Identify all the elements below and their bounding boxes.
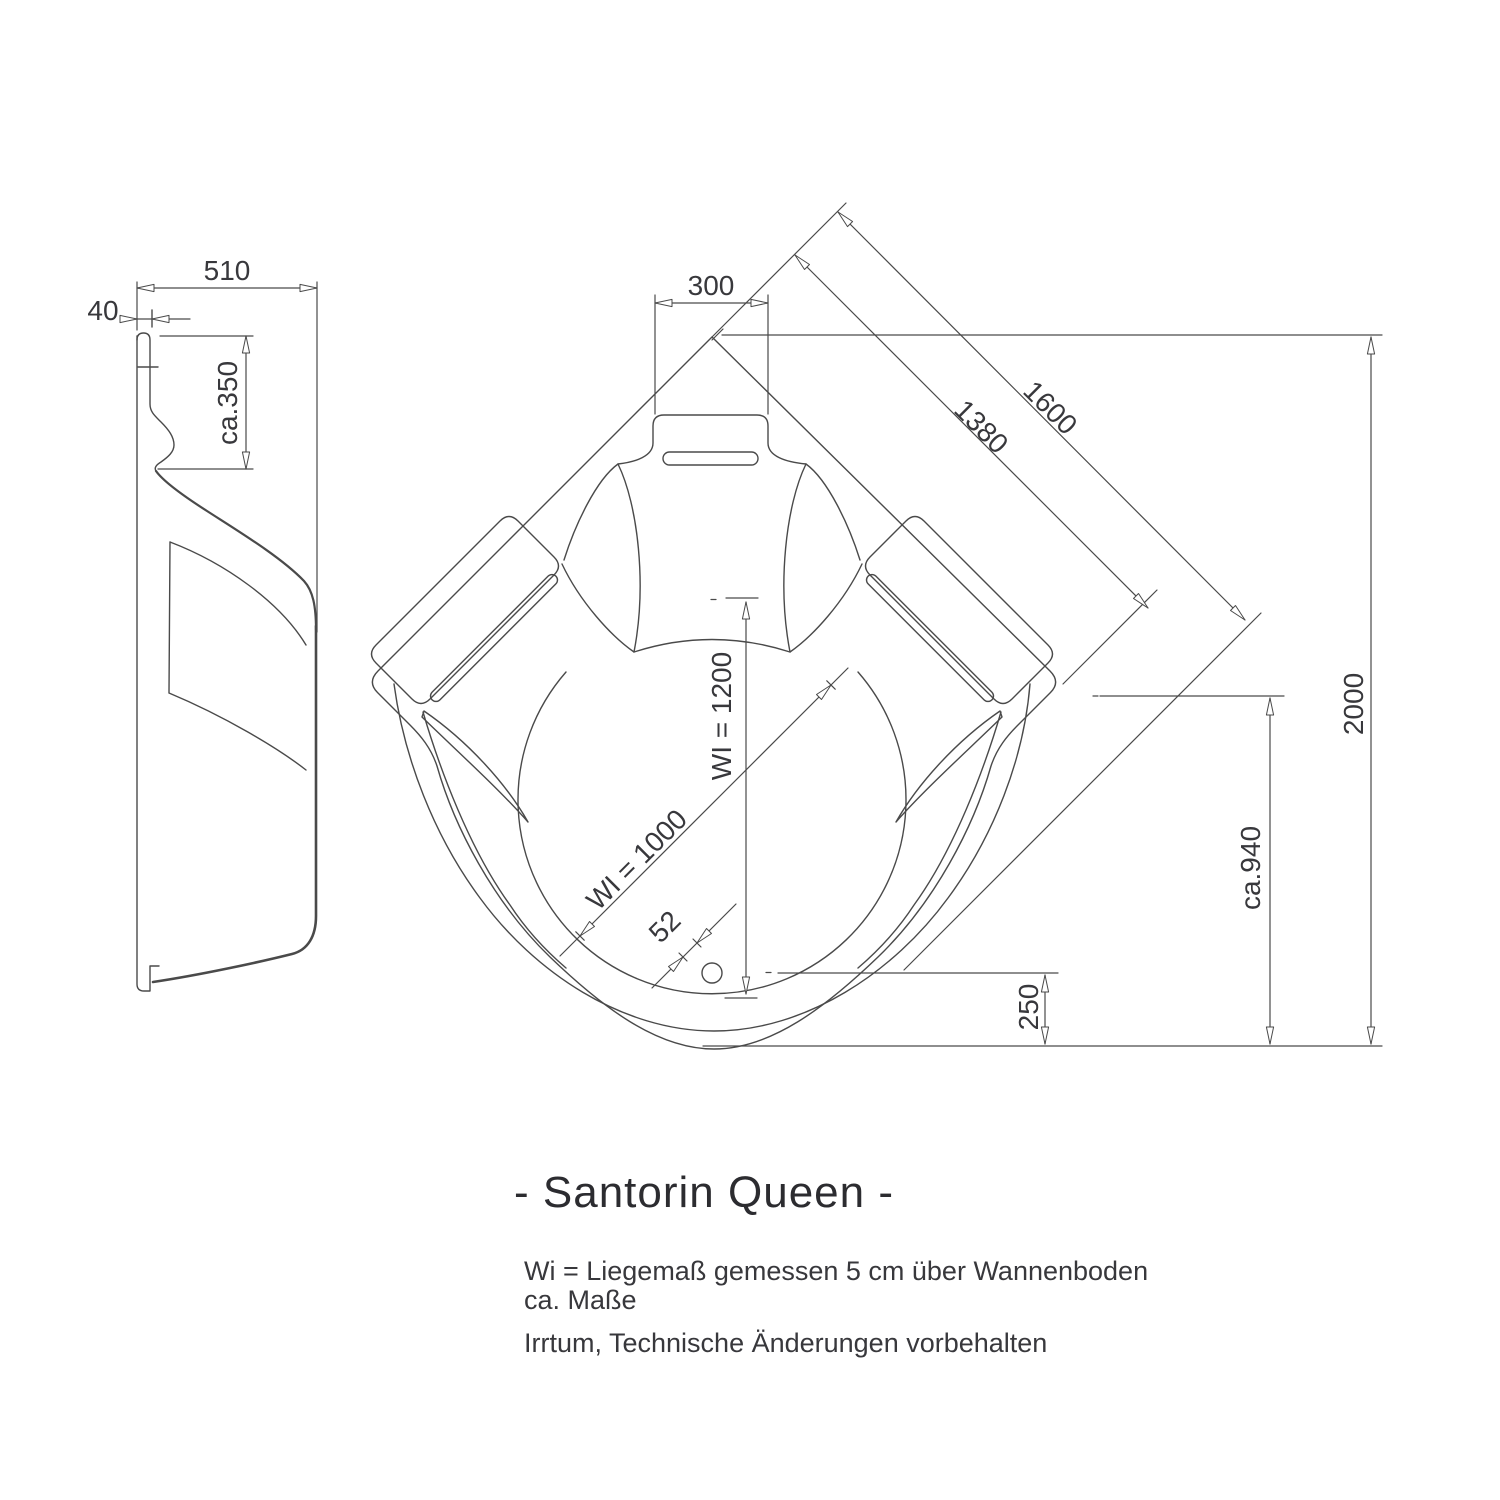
deck-curve-left (422, 711, 567, 969)
note-approx-dimensions: ca. Maße (524, 1285, 637, 1315)
dim-side-height: ca.350 (212, 360, 243, 446)
headrest (617, 414, 807, 465)
backrest-right (783, 463, 863, 653)
headrest-slot (662, 451, 759, 466)
bowl (517, 671, 907, 995)
dimension-lines (119, 202, 1383, 1047)
side-profile-view (136, 309, 318, 992)
armrest-left-slot (429, 573, 559, 703)
dim-lying-length: WI = 1200 (706, 651, 737, 781)
apron-curve (168, 541, 307, 771)
arrowheads (119, 211, 1376, 1045)
top-plan-view (370, 336, 1057, 1050)
armrest-right-slot (865, 573, 995, 703)
seat-arc (633, 638, 791, 653)
leaf-left (421, 710, 529, 823)
dim-side-rim: 40 (87, 295, 119, 326)
note-disclaimer: Irrtum, Technische Änderungen vorbehalte… (524, 1328, 1048, 1358)
tub-inner-rim (393, 683, 1031, 1032)
drain-hole (701, 962, 723, 984)
dim-inner-width: ca.940 (1235, 825, 1266, 911)
deck-curve-right (857, 711, 1002, 969)
dim-overall-height: 2000 (1338, 672, 1369, 736)
dim-headrest-width: 300 (687, 270, 735, 301)
backrest-left (561, 463, 641, 653)
leaf-right (895, 710, 1003, 823)
dim-side-width: 510 (203, 255, 251, 286)
note-wi-definition: Wi = Liegemaß gemessen 5 cm über Wannenb… (524, 1256, 1149, 1286)
dim-drain-offset: 250 (1013, 983, 1044, 1031)
product-title: - Santorin Queen - (514, 1168, 894, 1217)
tub-outer-outline (371, 336, 1057, 1050)
